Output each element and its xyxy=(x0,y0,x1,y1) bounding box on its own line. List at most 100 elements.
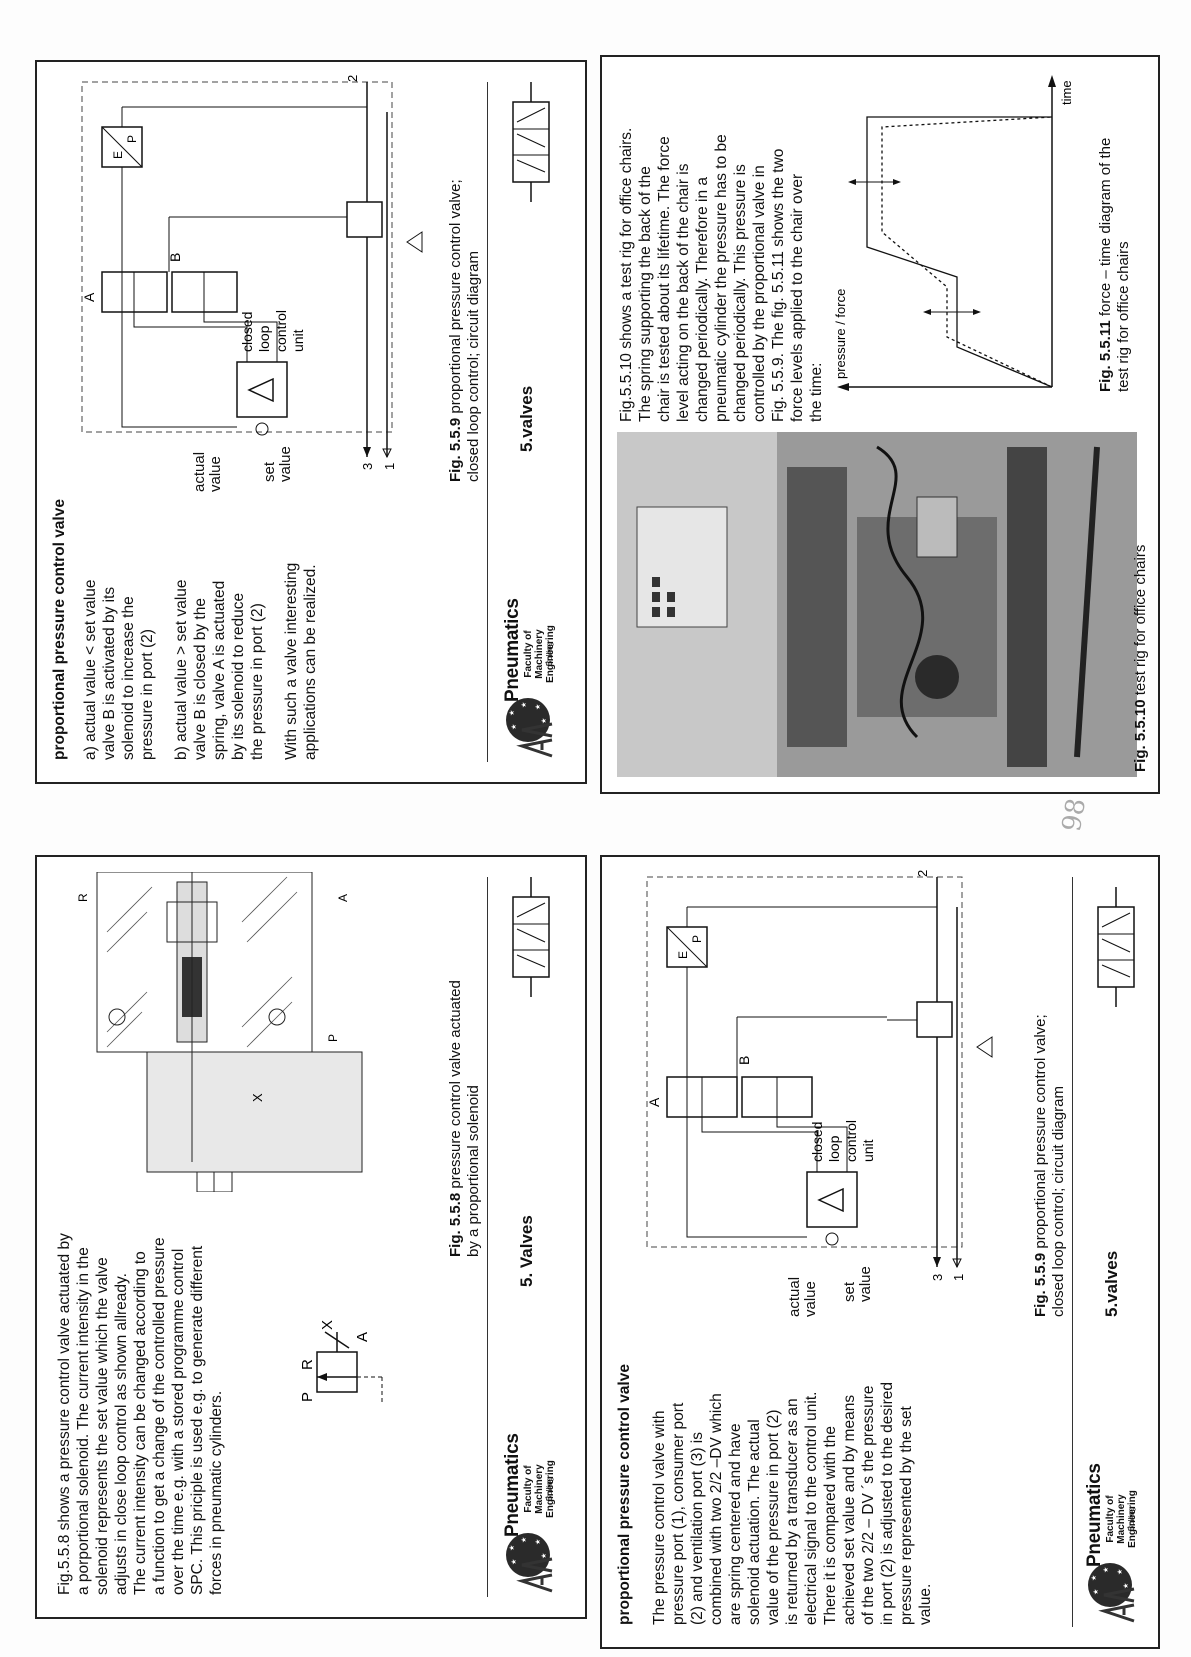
figure-caption: Fig. 5.5.9 proportional pressure control… xyxy=(1032,887,1068,1317)
brand-name: Pneumatics xyxy=(502,598,523,702)
chart-caption-number: Fig. 5.5.11 xyxy=(1097,320,1114,392)
fha-logo-icon: ★ ★ ★ ★ ★ xyxy=(506,1533,553,1593)
slide-body-a: a) actual value < set value valve B is a… xyxy=(82,579,156,760)
drawing-label-r: R xyxy=(76,893,90,902)
slide-body-text: Fig.5.5.8 shows a pressure control valve… xyxy=(56,1233,225,1595)
brand-block: ★★★★★ Pneumatics Faculty of Machinery En… xyxy=(502,590,562,760)
valve-b-label: B xyxy=(736,1056,752,1065)
force-level-low-line xyxy=(881,116,1053,388)
symbol-label-p: P xyxy=(299,1392,316,1402)
section-title: 5.valves xyxy=(1102,1250,1121,1317)
svg-text:★: ★ xyxy=(510,1559,518,1565)
brand-place: Bolling xyxy=(545,642,554,667)
caption-number: Fig. 5.5.9 xyxy=(447,417,464,482)
caption-number: Fig. 5.5.9 xyxy=(1032,1252,1049,1317)
svg-text:★: ★ xyxy=(1092,1589,1100,1595)
fha-logo-icon: ★★★★★ xyxy=(1088,1563,1135,1623)
svg-text:★: ★ xyxy=(540,1553,548,1559)
control-unit-label-2: loop xyxy=(826,1135,842,1162)
section-title: 5. Valves xyxy=(517,1215,536,1287)
svg-text:★: ★ xyxy=(534,1539,542,1545)
transducer-p-label: P xyxy=(690,935,704,943)
footer-divider xyxy=(487,82,488,762)
set-value-label: set value xyxy=(261,446,294,482)
brand-place: Bolling xyxy=(545,1477,554,1502)
control-unit-label-3: control xyxy=(273,310,289,352)
port-3-label: 3 xyxy=(930,1274,945,1281)
valve-footer-icon xyxy=(1097,887,1135,1007)
set-value-label: set value xyxy=(841,1266,874,1302)
svg-text:★: ★ xyxy=(520,702,528,708)
valve-b-label: B xyxy=(167,253,183,262)
svg-text:★: ★ xyxy=(508,1545,516,1551)
photo-caption-text: test rig for office chairs xyxy=(1132,544,1149,700)
symbol-label-r: R xyxy=(299,1359,316,1370)
slide-fig-5-5-9-b: proportional pressure control valve a) a… xyxy=(35,60,587,784)
actual-value-label: actual value xyxy=(786,1276,819,1317)
valve-footer-icon xyxy=(512,82,550,202)
figure-caption: Fig. 5.5.9 proportional pressure control… xyxy=(447,72,483,482)
chart-caption: Fig. 5.5.11 force – time diagram of the … xyxy=(1097,72,1133,392)
fha-logo-icon: ★ ★ ★ ★ ★ xyxy=(506,698,553,758)
control-unit-label-3: control xyxy=(843,1120,859,1162)
force-level-high-line xyxy=(866,116,1053,388)
drawing-label-a: A xyxy=(336,894,350,902)
port-2-label: 2 xyxy=(915,870,930,877)
svg-text:★: ★ xyxy=(534,704,542,710)
photo-caption: Fig. 5.5.10 test rig for office chairs xyxy=(1132,452,1150,772)
port-1-label: 1 xyxy=(951,1274,966,1281)
test-rig-photo xyxy=(617,432,1137,777)
caption-number: Fig. 5.5.8 xyxy=(447,1192,464,1257)
pressure-valve-symbol: P R X A xyxy=(299,1320,383,1402)
slide-body-c: With such a valve interesting applicatio… xyxy=(283,562,319,760)
drawing-label-p: P xyxy=(326,1034,340,1042)
transducer-e-label: E xyxy=(111,151,125,159)
control-unit-label-4: unit xyxy=(290,329,306,352)
page-number: 98 xyxy=(1056,796,1093,834)
slide-heading: proportional pressure control valve xyxy=(616,1364,633,1625)
slide-body-b: b) actual value > set value valve B is c… xyxy=(173,579,266,760)
brand-name: Pneumatics xyxy=(1084,1463,1105,1567)
slide-fig-5-5-8: Fig.5.5.8 shows a pressure control valve… xyxy=(35,855,587,1619)
svg-text:★: ★ xyxy=(1116,1569,1124,1575)
brand-block: ★★★★★ Pneumatics Faculty of Machinery En… xyxy=(1084,1455,1144,1625)
brand-name: Pneumatics xyxy=(502,1433,523,1537)
svg-text:★: ★ xyxy=(1090,1575,1098,1581)
valve-footer-icon xyxy=(512,877,550,997)
svg-text:★: ★ xyxy=(540,718,548,724)
brand-place: Bolling xyxy=(1127,1507,1136,1532)
figure-caption: Fig. 5.5.8 pressure control valve actuat… xyxy=(447,947,483,1257)
slide-fig-5-5-10: Fig.5.5.10 shows a test rig for office c… xyxy=(600,55,1160,794)
slide-heading: proportional pressure control valve xyxy=(51,499,68,760)
slide-body-text: The pressure control valve with pressure… xyxy=(651,1382,934,1625)
svg-text:★: ★ xyxy=(510,724,518,730)
chart-y-axis-label: pressure / force xyxy=(833,289,848,379)
port-1-label: 1 xyxy=(382,463,397,470)
slide-fig-5-5-9-a: proportional pressure control valve The … xyxy=(600,855,1160,1649)
valve-a-label: A xyxy=(646,1097,662,1107)
control-unit-label-2: loop xyxy=(256,325,272,352)
port-2-label: 2 xyxy=(345,75,360,82)
circuit-diagram: 3 1 2 closed loop control unit A xyxy=(646,870,993,1281)
valve-a-label: A xyxy=(81,292,97,302)
section-title: 5.valves xyxy=(517,385,536,452)
symbol-label-x: X xyxy=(319,1320,336,1330)
svg-text:★: ★ xyxy=(508,710,516,716)
svg-text:★: ★ xyxy=(520,1537,528,1543)
slide-body-text: Fig.5.5.10 shows a test rig for office c… xyxy=(618,127,825,422)
port-3-label: 3 xyxy=(360,463,375,470)
force-time-chart: pressure / force time xyxy=(833,75,1074,391)
transducer-e-label: E xyxy=(676,951,690,959)
valve-sectional-drawing: X R A P xyxy=(76,872,363,1192)
footer-divider xyxy=(1072,877,1073,1627)
photo-caption-number: Fig. 5.5.10 xyxy=(1132,699,1149,772)
footer-divider xyxy=(487,877,488,1597)
transducer-p-label: P xyxy=(125,135,139,143)
chart-x-axis-label: time xyxy=(1059,80,1074,105)
circuit-diagram: 3 1 2 closed loop control unit A B xyxy=(81,75,423,470)
control-unit-label-4: unit xyxy=(860,1139,876,1162)
actual-value-label: actual value xyxy=(191,451,224,492)
drawing-label-x: X xyxy=(250,1093,265,1102)
brand-block: ★★★★★ Pneumatics Faculty of Machinery En… xyxy=(502,1425,562,1595)
